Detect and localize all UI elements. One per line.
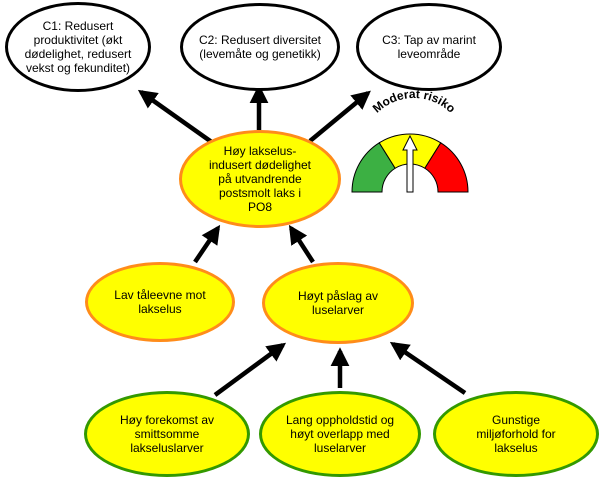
gauge-label: Moderat risiko (370, 87, 458, 116)
arrow-environment-to-infestation (389, 341, 467, 395)
consequence-c1-label: C1: Redusert produktivitet (økt dødeligh… (24, 19, 132, 75)
arrow-infestation-to-main (288, 224, 315, 264)
consequence-c1: C1: Redusert produktivitet (økt dødeligh… (5, 2, 151, 92)
factor-infestation-label: Høyt påslag av luselarver (297, 289, 379, 317)
consequence-c3: C3: Tap av marint leveområde (356, 3, 502, 91)
arrow-tolerance-to-main (193, 224, 221, 264)
driver-environment-label: Gunstige miljøforhold for lakselus (476, 413, 556, 455)
factor-tolerance-label: Lav tåleevne mot lakselus (114, 288, 206, 316)
factor-infestation: Høyt påslag av luselarver (262, 262, 414, 344)
arrow-main-to-c3 (308, 90, 371, 143)
driver-larvae-label: Høy forekomst av smittsomme lakseluslarv… (119, 413, 215, 455)
consequence-c2-label: C2: Redusert diversitet (levemåte og gen… (198, 33, 322, 61)
arrow-larvae-to-infestation (213, 342, 287, 397)
consequence-c3-label: C3: Tap av marint leveområde (382, 33, 476, 61)
driver-larvae: Høy forekomst av smittsomme lakseluslarv… (84, 391, 250, 477)
risk-gauge: Moderat risiko (351, 87, 469, 193)
arrow-main-to-c1 (137, 89, 215, 145)
gauge-needle-arrow (402, 134, 418, 193)
main-effect: Høy lakselus-indusert dødelighet på utva… (179, 130, 341, 228)
driver-overlap: Lang oppholdstid og høyt overlapp med lu… (259, 391, 421, 477)
arrows (137, 84, 467, 397)
factor-tolerance: Lav tåleevne mot lakselus (85, 262, 235, 342)
gauge-segment-high (424, 142, 469, 193)
consequence-c2: C2: Redusert diversitet (levemåte og gen… (180, 3, 340, 91)
driver-overlap-label: Lang oppholdstid og høyt overlapp med lu… (285, 413, 395, 455)
main-effect-label: Høy lakselus-indusert dødelighet på utva… (208, 144, 312, 214)
driver-environment: Gunstige miljøforhold for lakselus (433, 391, 599, 477)
